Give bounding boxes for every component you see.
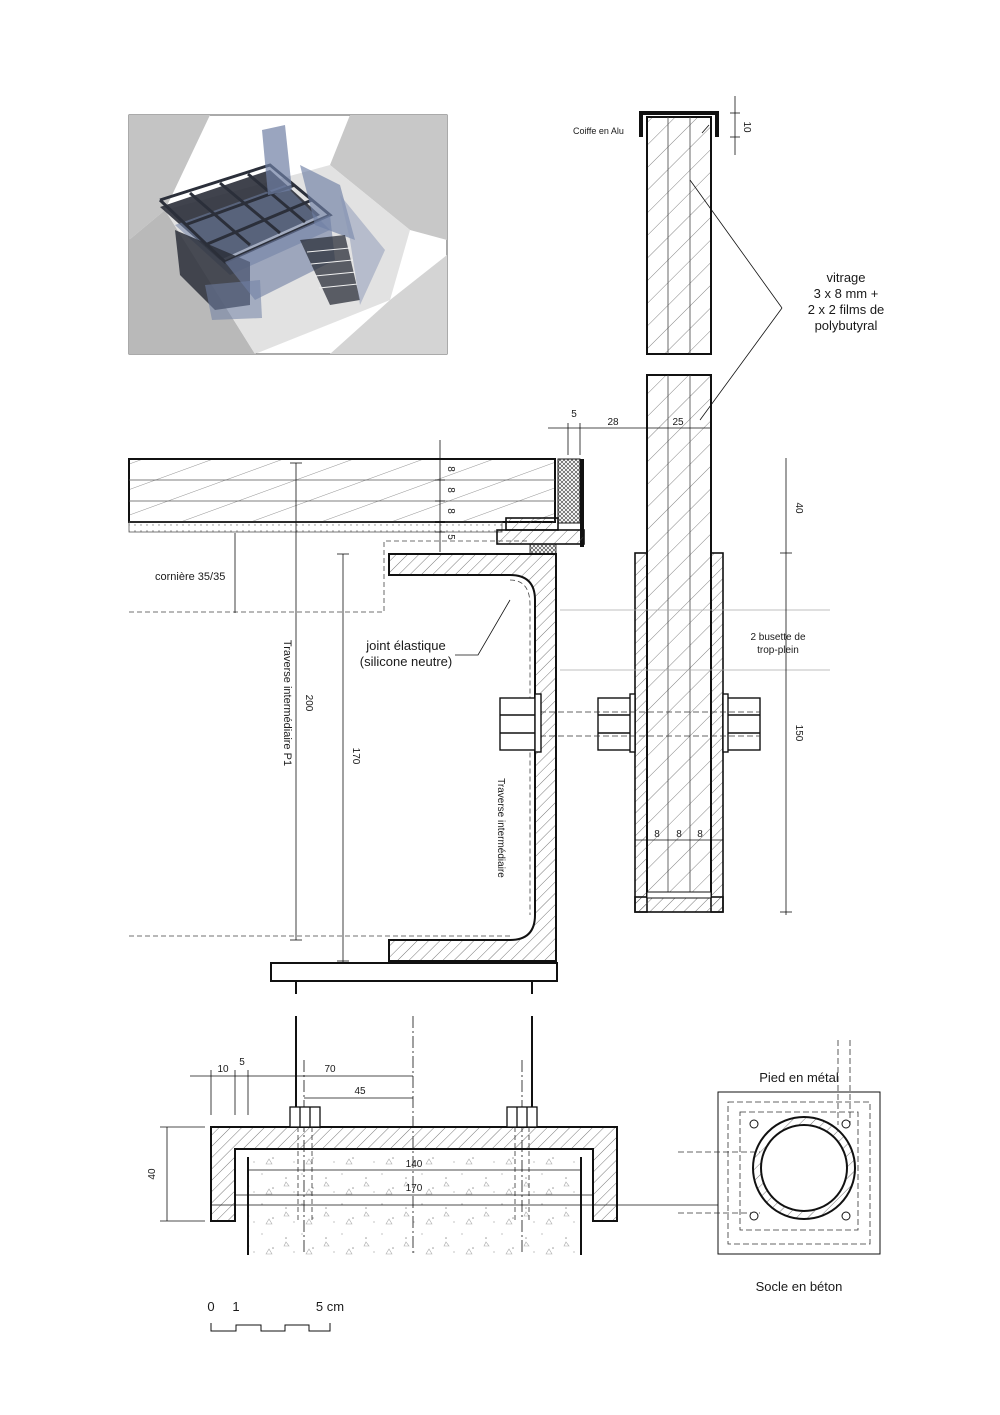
scale-label-1: 1 [232, 1299, 239, 1314]
dim-10-top: 10 [741, 121, 752, 133]
dim-8-c: 8 [697, 829, 703, 840]
slab-dim-8-c: 8 [445, 508, 456, 514]
glass-section-vertical: Coiffe en Alu 10 vitrage 3 x 8 mm + 2 x … [540, 96, 884, 915]
dim-25: 25 [672, 417, 684, 428]
corniere-label: cornière 35/35 [155, 571, 225, 583]
vitrage-label-line2: 3 x 8 mm + [814, 286, 879, 301]
joint-label-line2: (silicone neutre) [360, 654, 453, 669]
vitrage-label-line1: vitrage [826, 270, 865, 285]
dim-5: 5 [571, 409, 577, 420]
bottom-dim-140: 140 [406, 1159, 423, 1170]
slab-dim-8-a: 8 [445, 466, 456, 472]
slab-dim-8-b: 8 [445, 487, 456, 493]
socle-label: Socle en béton [756, 1279, 843, 1294]
dim-28: 28 [607, 417, 619, 428]
traverse-label: Traverse intermédiaire [495, 778, 506, 878]
floor-slab-section: 8 8 8 5 cornière 35/35 joint élastique (… [128, 440, 585, 994]
coiffe-label: Coiffe en Alu [573, 126, 624, 136]
scale-bar: 0 1 5 cm [207, 1299, 344, 1332]
bottom-profile-section: 10 5 70 45 40 140 170 [147, 1016, 880, 1255]
joint-label-line1: joint élastique [365, 638, 446, 653]
foot-plan-view: Pied en métal Socle en béton [678, 1040, 881, 1294]
bottom-dim-40: 40 [147, 1168, 158, 1180]
perspective-view [128, 114, 448, 355]
traverse-p1-label: Traverse intermédiaire P1 [281, 640, 293, 766]
dim-40: 40 [793, 502, 804, 514]
scale-label-5: 5 cm [316, 1299, 344, 1314]
busette-label-line1: 2 busette de [750, 632, 805, 643]
dim-150: 150 [793, 725, 804, 742]
bottom-dim-70: 70 [324, 1064, 336, 1075]
dim-8-b: 8 [676, 829, 682, 840]
dim-170: 170 [350, 748, 361, 765]
vitrage-label-line3: 2 x 2 films de [808, 302, 885, 317]
bottom-dim-170: 170 [406, 1183, 423, 1194]
bottom-dim-5: 5 [239, 1057, 245, 1068]
dim-8-a: 8 [654, 829, 660, 840]
busette-label-line2: trop-plein [757, 645, 799, 656]
scale-label-0: 0 [207, 1299, 214, 1314]
vitrage-label-line4: polybutyral [815, 318, 878, 333]
pied-label: Pied en métal [759, 1070, 839, 1085]
slab-dim-5: 5 [445, 534, 456, 540]
dim-200: 200 [303, 695, 314, 712]
bottom-dim-10: 10 [217, 1064, 229, 1075]
bottom-dim-45: 45 [354, 1086, 366, 1097]
